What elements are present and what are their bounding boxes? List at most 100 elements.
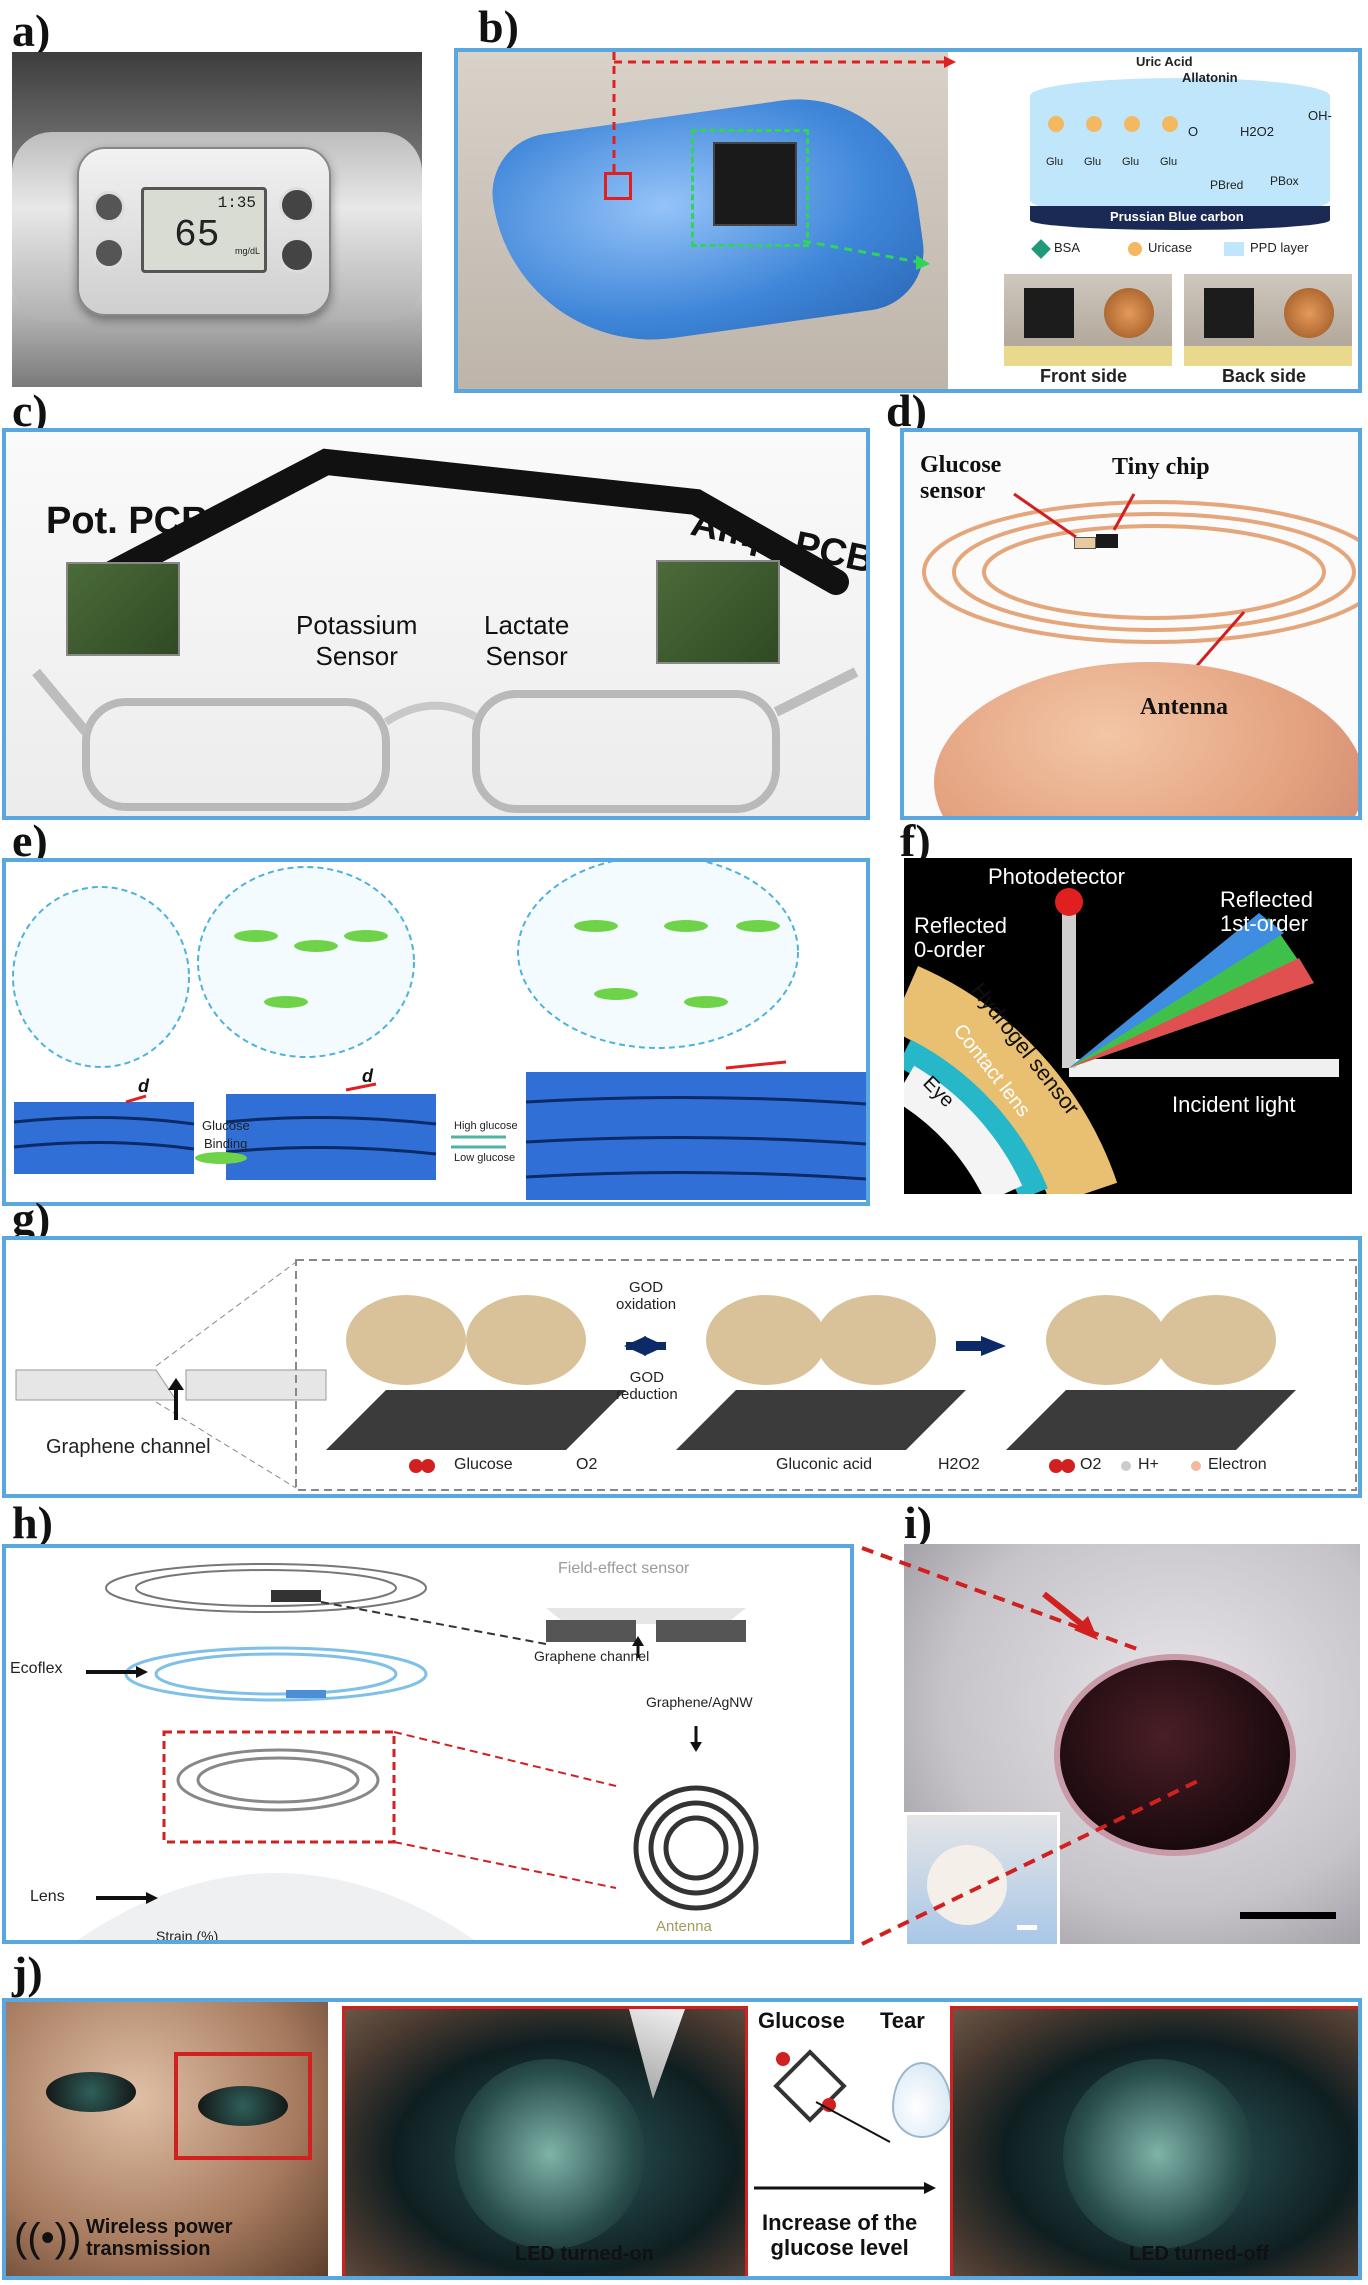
h2o2-label: H2O2 (1240, 124, 1274, 139)
left-eye (46, 2072, 136, 2112)
panel-j-label: j) (12, 1947, 43, 1998)
glucose-legend-label: Glucose (202, 1118, 250, 1133)
sensor-electrode-box (604, 172, 632, 200)
back-ruler (1184, 346, 1352, 366)
panel-h: Field-effect sensor Ecoflex Graphene cha… (2, 1544, 854, 1944)
panel-i-label: i) (904, 1497, 933, 1548)
back-coin (1284, 288, 1334, 338)
watch-button-right-bottom (279, 237, 315, 273)
face-photo: ((•)) Wireless power transmission (6, 2002, 328, 2276)
legend-glucose: Glucose (454, 1456, 513, 1473)
god-oxidation-label: GOD oxidation (616, 1279, 677, 1313)
lens-label: Lens (30, 1888, 65, 1905)
panel-g: Graphene channel GOD oxidation GOD reduc… (2, 1236, 1362, 1498)
ppd-legend-box (1224, 242, 1244, 256)
incident-light-label: Incident light (1172, 1092, 1296, 1117)
molecule-atom-1 (776, 2052, 790, 2066)
legend-o2: O2 (576, 1456, 598, 1473)
reflected-0-label: Reflected 0-order (914, 913, 1007, 963)
screen-value: 65 (174, 214, 220, 257)
low-glucose-label: Low glucose (454, 1152, 516, 1164)
prussian-blue-electrode: Prussian Blue carbon (1030, 206, 1330, 230)
front-side-label: Front side (1040, 366, 1128, 386)
antenna-label: Antenna (1140, 694, 1229, 720)
tiny-chip-label: Tiny chip (1112, 454, 1210, 480)
glucose-sensor-label: Glucose sensor (920, 452, 1002, 505)
uric-acid-label: Uric Acid (1136, 54, 1193, 69)
glucose-sensor-patch (1074, 537, 1096, 549)
lens-layers-schematic (77, 1563, 759, 1940)
sensor-chip-board (713, 142, 797, 226)
uricase-dot-2 (1086, 116, 1102, 132)
field-effect-label: Field-effect sensor (558, 1560, 690, 1577)
chem-schematic: Prussian Blue carbon Uric Acid Allatonin… (1018, 54, 1358, 259)
panel-d: Glucose sensor Tiny chip Antenna (900, 428, 1362, 820)
panel-a-label: a) (12, 5, 51, 56)
legend-electron: Electron (1208, 1456, 1267, 1473)
uricase-dot-1 (1048, 116, 1064, 132)
watch-button-left-top (93, 191, 125, 223)
watch-screen: 1:35 65 mg/dL (141, 187, 267, 273)
screen-unit: mg/dL (234, 246, 260, 256)
glu-label-4: Glu (1160, 156, 1178, 168)
glucose-molecule (773, 2049, 847, 2123)
high-glucose-label: High glucose (454, 1120, 518, 1132)
lactate-sensor-label: Lactate Sensor (484, 610, 570, 671)
eye-highlight-box (174, 2052, 312, 2160)
scale-bar (1240, 1912, 1336, 1919)
wireless-label: Wireless power transmission (86, 2216, 233, 2260)
glu-label-1: Glu (1046, 156, 1064, 168)
o2-label: O (1188, 124, 1199, 139)
increase-label: Increase of the glucose level (762, 2210, 918, 2261)
legend-h2o2: H2O2 (938, 1456, 980, 1473)
legend-uricase: Uricase (1148, 240, 1193, 255)
chip-highlight-box (691, 129, 809, 247)
back-side-label: Back side (1222, 366, 1307, 386)
uricase-dot-4 (1162, 116, 1178, 132)
tear-j-label: Tear (880, 2008, 925, 2033)
ppd-layer-cylinder (1030, 78, 1330, 218)
amp-pcb-board (656, 560, 780, 664)
panel-b-arrows (612, 52, 956, 270)
back-chip (1204, 288, 1254, 338)
mouthguard-photo (458, 52, 948, 389)
panel-g-label: g) (12, 1193, 51, 1244)
led-on-photo: LED turned-on (342, 2006, 748, 2276)
pb-ox-label: PBox (1270, 174, 1299, 188)
panel-f: Photodetector Reflected 0-order Reflecte… (904, 858, 1352, 1194)
hydrogel-optics-diagram (904, 888, 1339, 1194)
graphene-agnw-label: Graphene/AgNW (646, 1694, 753, 1710)
watch-button-right-top (279, 187, 315, 223)
panel-i-arrow (1042, 1591, 1098, 1640)
panel-b-label: b) (478, 1, 519, 52)
antenna-h-label: Antenna (656, 1918, 712, 1935)
god-reduction-label: GOD reduction (616, 1369, 678, 1403)
panel-e-label: e) (12, 815, 48, 866)
molecule-atom-2 (822, 2098, 836, 2112)
d-label-1: d (138, 1076, 149, 1096)
wireless-icon: ((•)) (14, 2216, 82, 2260)
pot-pcb-label: Pot. PCB (46, 500, 209, 542)
panel-j-arrows (754, 2101, 936, 2194)
graphene-channel-label: Graphene channel (46, 1436, 211, 1458)
glu-label-3: Glu (1122, 156, 1140, 168)
front-side-photo (1004, 274, 1172, 366)
panel-b: Prussian Blue carbon Uric Acid Allatonin… (454, 48, 1362, 393)
pot-pcb-board (66, 562, 180, 656)
panel-c: Pot. PCB Amp. PCB Potassium Sensor Lacta… (2, 428, 870, 820)
legend-gluconic: Gluconic acid (776, 1456, 873, 1473)
d-label-2: d (362, 1066, 373, 1086)
back-side-photo (1184, 274, 1352, 366)
front-ruler (1004, 346, 1172, 366)
panel-e: Glucose Binding High glucose Low glucose… (2, 858, 870, 1206)
panel-j: ((•)) Wireless power transmission LED tu… (2, 1998, 1362, 2280)
iris-off (1063, 2059, 1253, 2249)
glu-label-2: Glu (1084, 156, 1102, 168)
legend-ppd: PPD layer (1250, 240, 1309, 255)
tiny-chip (1096, 534, 1118, 548)
reflected-1-label: Reflected 1st-order (1220, 887, 1313, 937)
panel-h-label: h) (12, 1497, 53, 1548)
watch-button-left-bottom (93, 237, 125, 269)
photodetector-label: Photodetector (988, 864, 1125, 889)
binding-legend-label: Binding (204, 1136, 248, 1151)
